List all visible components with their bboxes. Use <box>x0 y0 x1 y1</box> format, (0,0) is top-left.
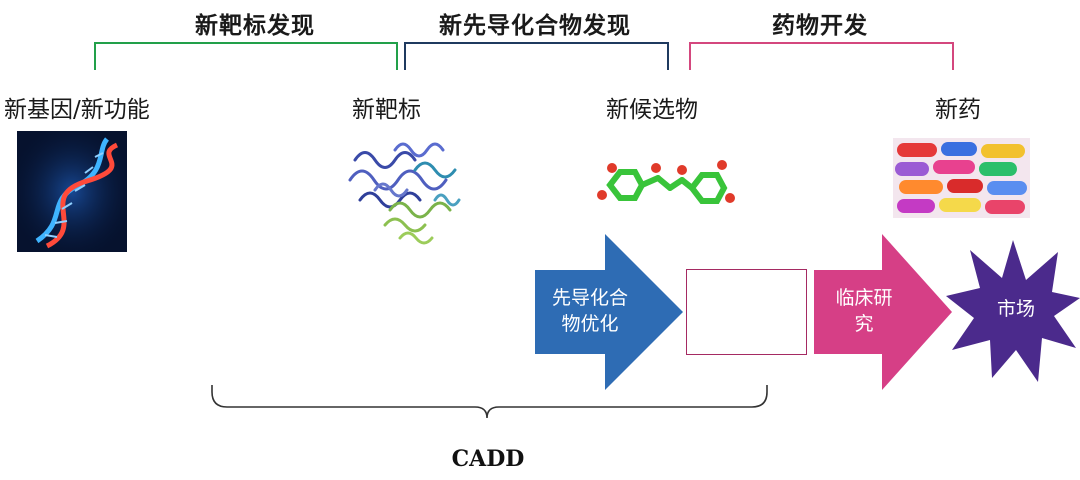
step-market: 市场 <box>986 290 1046 330</box>
phase-label-lead-discovery: 新先导化合物发现 <box>439 13 631 39</box>
step-lead-discovery: 先导化合 物发现 <box>404 269 526 355</box>
molecule-image <box>597 160 735 204</box>
stage-label-new-drug: 新药 <box>935 97 981 123</box>
step-label: 先导化合 物发现 <box>426 287 503 335</box>
phase-bracket-lead-discovery <box>404 42 669 70</box>
stage-label-new-candidate: 新候选物 <box>606 97 698 123</box>
step-clinical-research-arrow <box>814 234 952 390</box>
step-preclinical-research: 临床前研 究 <box>686 269 807 355</box>
step-target-discovery: 靶标发现 <box>143 269 264 355</box>
phase-label-drug-development: 药物开发 <box>772 13 868 39</box>
pills-image <box>893 138 1030 218</box>
protein-structure-image <box>348 142 461 245</box>
dna-image <box>17 131 127 252</box>
stage-label-new-gene: 新基因/新功能 <box>4 97 150 123</box>
stage-label-new-target: 新靶标 <box>352 97 421 123</box>
step-label: 临床研 究 <box>835 287 893 335</box>
phase-bracket-target-discovery <box>94 42 398 70</box>
cadd-brace <box>211 385 768 419</box>
step-label: 功能基因 研究 <box>34 287 111 335</box>
step-functional-gene-research: 功能基因 研究 <box>13 269 132 355</box>
step-label: 靶标发现 <box>165 300 242 323</box>
cadd-label: CADD <box>451 446 525 472</box>
step-target-validation: 靶标确证 <box>273 269 394 355</box>
step-market-starburst <box>946 240 1080 382</box>
phase-label-target-discovery: 新靶标发现 <box>195 13 315 39</box>
step-label: 先导化合 物优化 <box>551 287 628 335</box>
step-clinical-research: 临床研 究 <box>814 269 914 355</box>
step-label: 临床前研 究 <box>708 287 785 335</box>
step-lead-optimization-arrow <box>535 234 683 390</box>
step-lead-optimization: 先导化合 物优化 <box>535 269 645 355</box>
step-label: 靶标确证 <box>295 300 372 323</box>
phase-bracket-drug-development <box>689 42 954 70</box>
step-label: 市场 <box>996 298 1035 321</box>
